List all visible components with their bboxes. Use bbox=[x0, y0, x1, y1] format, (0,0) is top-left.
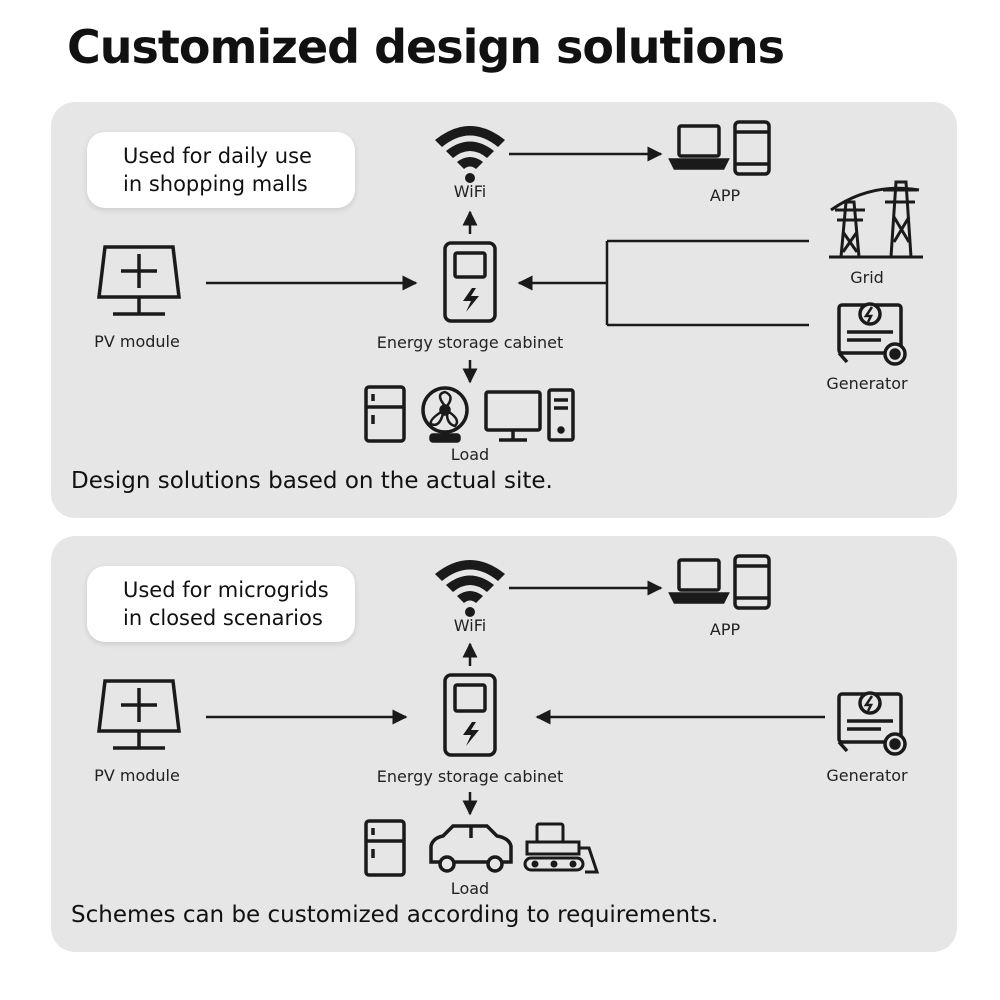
generator-label: Generator bbox=[826, 374, 908, 393]
generator-icon bbox=[837, 302, 907, 366]
cabinet-label: Energy storage cabinet bbox=[376, 767, 564, 786]
fridge-icon bbox=[364, 385, 406, 443]
flow-diagram bbox=[97, 554, 907, 877]
grid-label: Grid bbox=[850, 268, 884, 287]
fan-icon bbox=[421, 386, 469, 443]
pv-module-label: PV module bbox=[94, 766, 180, 785]
wifi-label: WiFi bbox=[453, 182, 487, 201]
scenario-tag: Used for daily use in shopping malls bbox=[87, 132, 355, 208]
tablet-icon bbox=[733, 554, 771, 610]
panel-caption: Schemes can be customized according to r… bbox=[71, 902, 719, 928]
app-label: APP bbox=[709, 620, 741, 639]
monitor-icon bbox=[484, 390, 542, 442]
tag-line-1: Used for daily use bbox=[123, 144, 312, 168]
load-label: Load bbox=[450, 879, 490, 898]
energy-storage-cabinet-icon bbox=[443, 673, 497, 757]
fridge-icon bbox=[364, 819, 406, 877]
pv-module-label: PV module bbox=[94, 332, 180, 351]
tablet-icon bbox=[733, 120, 771, 176]
grid-tower-icon bbox=[829, 180, 923, 259]
generator-label: Generator bbox=[826, 766, 908, 785]
scenario-tag: Used for microgrids in closed scenarios bbox=[87, 566, 355, 642]
scenario-panel-microgrids: Used for microgrids in closed scenarios … bbox=[51, 536, 957, 952]
flow-diagram bbox=[97, 120, 923, 443]
app-label: APP bbox=[709, 186, 741, 205]
pv-module-icon bbox=[97, 679, 181, 750]
laptop-icon bbox=[668, 124, 730, 170]
tag-line-1: Used for microgrids bbox=[123, 578, 329, 602]
panel-caption: Design solutions based on the actual sit… bbox=[71, 468, 553, 494]
wifi-icon bbox=[435, 560, 505, 617]
page-title: Customized design solutions bbox=[67, 20, 785, 74]
pc-tower-icon bbox=[547, 388, 575, 442]
wifi-icon bbox=[435, 126, 505, 183]
scenario-panel-shopping-malls: Used for daily use in shopping malls WiF… bbox=[51, 102, 957, 518]
tag-line-2: in shopping malls bbox=[123, 172, 308, 196]
pv-module-icon bbox=[97, 245, 181, 316]
generator-icon bbox=[837, 691, 907, 756]
load-label: Load bbox=[450, 445, 490, 464]
wifi-label: WiFi bbox=[453, 616, 487, 635]
cabinet-label: Energy storage cabinet bbox=[376, 333, 564, 352]
car-icon bbox=[429, 824, 513, 873]
bulldozer-icon bbox=[523, 822, 600, 874]
energy-storage-cabinet-icon bbox=[443, 241, 497, 323]
tag-line-2: in closed scenarios bbox=[123, 606, 323, 630]
laptop-icon bbox=[668, 558, 730, 604]
